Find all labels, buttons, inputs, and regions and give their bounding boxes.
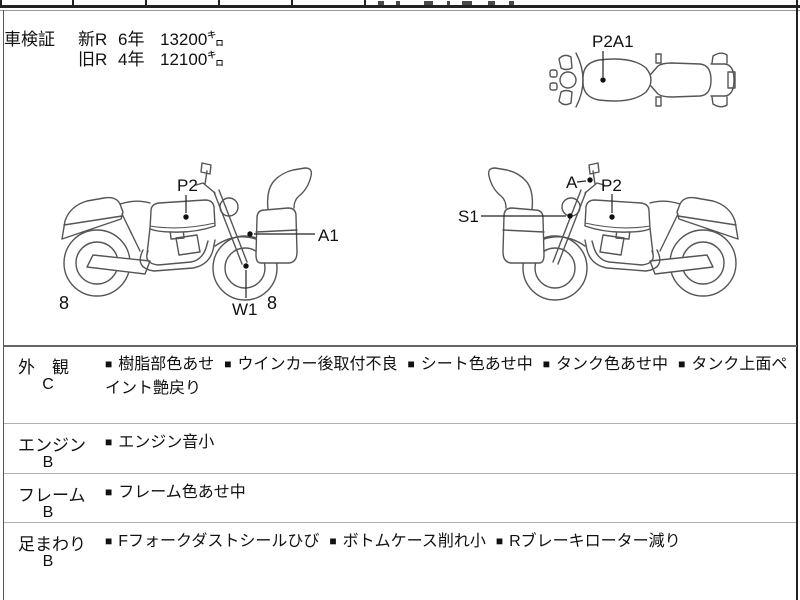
label-left-tank: P2 <box>177 176 198 195</box>
condition-item-text: Rブレーキローター減り <box>509 533 681 550</box>
condition-item: ■ シート色あせ中 <box>408 356 533 373</box>
table-divider <box>72 0 74 6</box>
table-bottom-border <box>0 5 800 8</box>
section-grade: C <box>42 376 54 393</box>
table-divider <box>218 0 220 6</box>
sheet-right-border <box>796 0 798 600</box>
condition-item: ■タンク上面ペイント艶戻り <box>105 356 787 397</box>
shaken-new-age: 6年 <box>118 30 145 49</box>
item-bullet-icon: ■ <box>495 534 504 548</box>
cutoff-text-fragment <box>462 1 472 5</box>
label-right-mirror: A <box>566 173 578 192</box>
condition-item: ■ タンク色あせ中 <box>543 356 668 373</box>
item-bullet-icon: ■ <box>224 357 232 371</box>
condition-item: ■ 樹脂部色あせ <box>105 356 214 373</box>
item-bullet-icon: ■ <box>542 357 551 371</box>
condition-item: ■ ウインカー後取付不良 <box>224 356 397 373</box>
label-left-wheel: W1 <box>232 300 258 319</box>
section-exterior: 外 観 C ■ 樹脂部色あせ ■ ウインカー後取付不良 ■ シート色あせ中 ■ タンク色あせ中… <box>4 345 796 423</box>
section-items: ■ フレーム色あせ中 <box>105 480 797 505</box>
item-bullet-icon: ■ <box>105 485 113 499</box>
item-bullet-icon: ■ <box>105 534 113 548</box>
condition-item: ■ エンジン音小 <box>105 434 214 451</box>
section-divider <box>4 473 796 474</box>
item-bullet-icon: ■ <box>407 357 415 371</box>
label-left-front: A1 <box>318 226 339 245</box>
condition-item-text: Fフォークダストシールひび <box>118 533 320 550</box>
section-engine: エンジン B ■ エンジン音小 <box>4 423 796 473</box>
label-top-view: P2A1 <box>592 32 634 51</box>
item-bullet-icon: ■ <box>678 357 686 371</box>
section-divider <box>4 522 796 523</box>
section-name: 足まわり <box>18 535 86 554</box>
cutoff-text-fragment <box>447 1 450 5</box>
section-divider <box>3 345 797 347</box>
sheet-left-border <box>3 10 4 600</box>
section-items: ■樹脂部色あせ■ウインカー後取付不良■シート色あせ中■タンク色あせ中■タンク上面… <box>105 352 797 401</box>
table-divider <box>0 0 2 6</box>
table-divider <box>145 0 147 6</box>
section-grade: B <box>42 504 54 521</box>
label-left-rear-number: 8 <box>59 293 69 313</box>
label-left-front-number: 8 <box>267 293 277 313</box>
section-undercarriage: 足まわり B ■ Fフォークダストシールひび ■ ボトムケース削れ小 ■ Rブレーキロータ… <box>4 522 796 600</box>
table-divider <box>291 0 293 6</box>
cutoff-text-fragment <box>396 1 400 5</box>
cutoff-text-fragment <box>488 1 495 5</box>
cutoff-text-fragment <box>509 1 514 5</box>
condition-item-text: 樹脂部色あせ <box>118 356 215 373</box>
section-grade: B <box>42 553 54 570</box>
condition-item: ■ フレーム色あせ中 <box>105 484 246 501</box>
section-divider <box>4 423 796 424</box>
item-bullet-icon: ■ <box>329 534 337 548</box>
condition-item: ■ ボトムケース削れ小 <box>329 533 485 550</box>
section-name: 外 観 <box>18 358 69 377</box>
annotation-lines <box>185 51 613 298</box>
condition-item-text: エンジン音小 <box>118 434 215 451</box>
condition-item-text: シート色あせ中 <box>420 356 533 373</box>
shaken-new-mileage: 13200㌔ <box>160 30 225 49</box>
section-name: エンジン <box>18 436 86 455</box>
condition-item-text: フレーム色あせ中 <box>118 484 246 501</box>
shaken-old-reg: 旧R <box>78 50 108 69</box>
section-items: ■ Fフォークダストシールひび ■ ボトムケース削れ小 ■ Rブレーキローター減り <box>105 529 797 554</box>
section-name: フレーム <box>18 486 86 505</box>
sheet-top-border <box>0 10 800 11</box>
item-bullet-icon: ■ <box>105 435 113 449</box>
table-divider <box>364 0 366 6</box>
shaken-old-age: 4年 <box>118 50 145 69</box>
annotation-dots <box>183 77 615 269</box>
top-view-art <box>549 52 736 108</box>
shaken-new-reg: 新R <box>78 30 108 49</box>
label-right-tank: P2 <box>601 176 622 195</box>
cutoff-text-fragment <box>424 1 433 5</box>
condition-item: ■ Rブレーキローター減り <box>496 533 681 550</box>
shaken-title: 車検証 <box>4 30 55 49</box>
item-bullet-icon: ■ <box>105 357 113 371</box>
section-grade: B <box>42 454 54 471</box>
condition-item-text: ウインカー後取付不良 <box>237 356 398 373</box>
section-frame: フレーム B ■ フレーム色あせ中 <box>4 473 796 522</box>
section-items: ■ エンジン音小 <box>105 430 797 455</box>
shaken-old-mileage: 12100㌔ <box>160 50 225 69</box>
cutoff-text-fragment <box>378 1 384 5</box>
label-right-headlight: S1 <box>458 207 479 226</box>
condition-item-text: タンク色あせ中 <box>556 356 669 373</box>
condition-item-text: タンク上面ペイント艶戻り <box>105 356 788 397</box>
condition-item: ■ Fフォークダストシールひび <box>105 533 319 550</box>
condition-item-text: ボトムケース削れ小 <box>342 533 486 550</box>
